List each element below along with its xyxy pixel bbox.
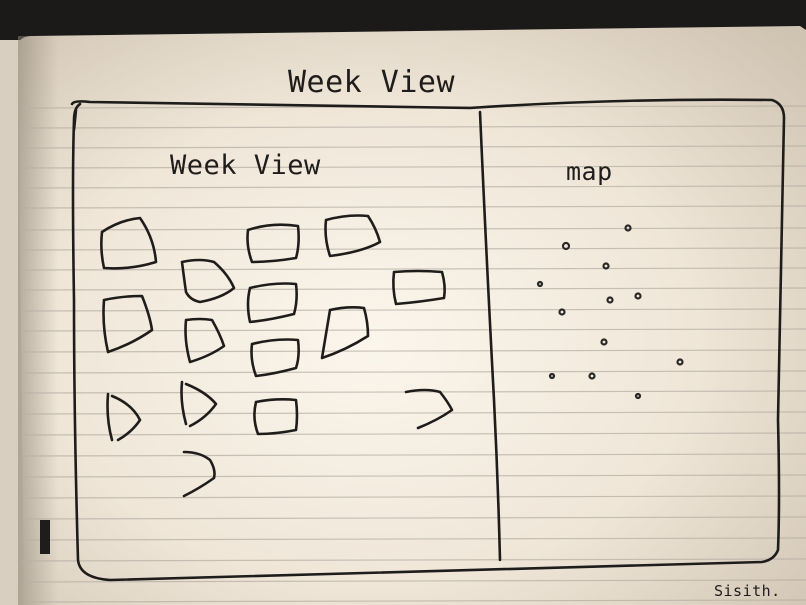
event-card <box>253 398 299 436</box>
event-card <box>100 216 158 270</box>
map-pin <box>624 224 632 232</box>
map-pin <box>606 296 614 304</box>
scroll-marker <box>40 520 50 554</box>
ruled-lines <box>21 105 806 603</box>
map-pin <box>634 392 642 400</box>
event-card <box>102 294 154 354</box>
map-pin <box>536 280 544 288</box>
event-card <box>404 388 454 430</box>
map-pin <box>558 308 566 316</box>
page-title: Week View <box>288 65 455 100</box>
page-fold-shadow <box>18 36 58 605</box>
event-card <box>182 450 216 498</box>
panel-divider <box>478 110 502 562</box>
signature: Sisith. <box>714 582 781 600</box>
event-card <box>246 282 298 324</box>
map-pin <box>588 372 596 380</box>
frame-corner-mark <box>72 108 78 132</box>
map-location-dots <box>536 224 684 400</box>
event-card <box>180 258 236 304</box>
event-card <box>106 392 142 442</box>
event-card <box>392 269 446 306</box>
map-pin <box>561 241 571 251</box>
map-pin <box>600 338 608 346</box>
week-view-panel-label: Week View <box>170 150 321 181</box>
map-pin <box>634 292 642 300</box>
map-pin <box>548 372 556 380</box>
week-event-cards <box>100 214 454 498</box>
map-panel-label: map <box>566 157 613 186</box>
event-card <box>320 306 370 360</box>
app-window-frame <box>70 98 786 582</box>
event-card <box>246 223 300 264</box>
map-pin <box>602 262 610 270</box>
event-card <box>180 380 218 428</box>
event-card <box>250 338 300 378</box>
event-card <box>324 214 382 258</box>
notebook-paper <box>18 26 806 605</box>
map-pin <box>676 358 684 366</box>
event-card <box>184 317 226 364</box>
